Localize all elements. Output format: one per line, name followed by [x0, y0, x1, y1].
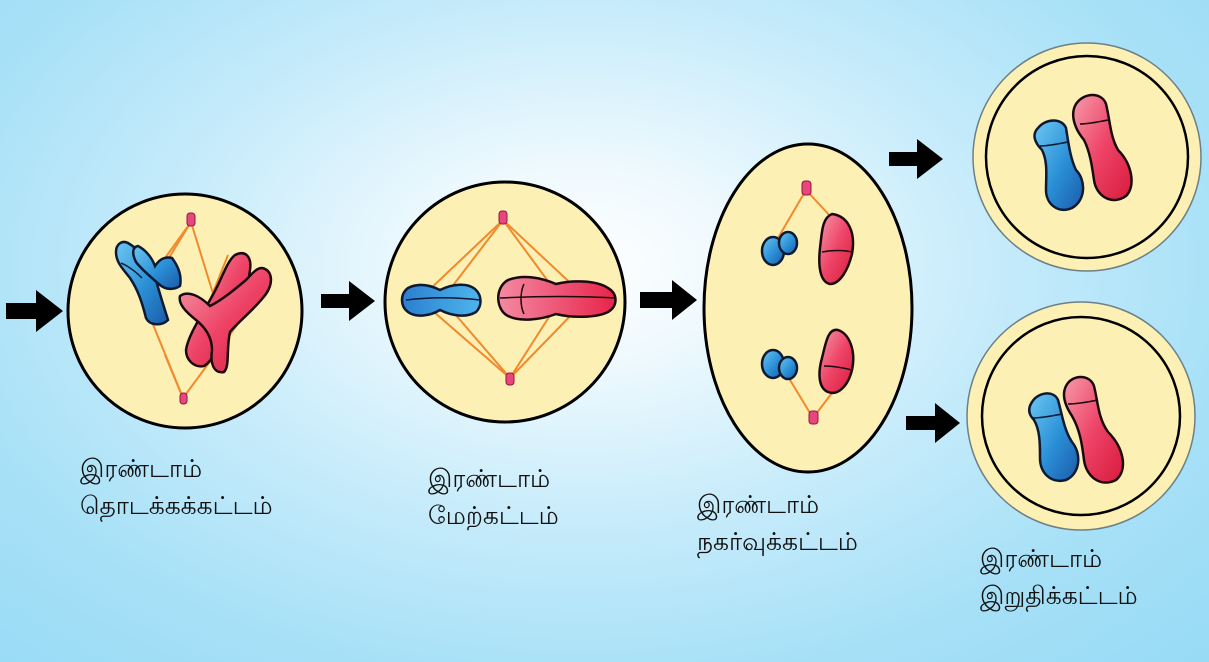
- arrow-5: [906, 403, 960, 443]
- centriole: [506, 373, 514, 385]
- red-chromosome: [498, 277, 616, 320]
- arrow-1: [6, 290, 63, 332]
- telophase-ii-cell-bottom: [967, 302, 1195, 530]
- telophase-ii-cell-top: [973, 43, 1201, 271]
- arrow-3: [640, 280, 697, 320]
- stage-label-line1: இரண்டாம்: [980, 540, 1138, 577]
- prophase-ii-cell: [68, 194, 302, 428]
- centriole: [809, 411, 818, 424]
- stage-label-line2: இறுதிக்கட்டம்: [980, 577, 1138, 614]
- anaphase-ii-cell: [704, 144, 912, 472]
- metaphase-ii-cell: [385, 182, 625, 422]
- centriole: [180, 393, 187, 404]
- stage-label-line1: இரண்டாம்: [80, 450, 273, 487]
- arrow-2: [321, 281, 375, 321]
- stage-label-anaphase-ii: இரண்டாம் நகர்வுக்கட்டம்: [697, 486, 858, 560]
- stage-label-line2: மேற்கட்டம்: [428, 497, 559, 534]
- stage-label-line1: இரண்டாம்: [428, 460, 559, 497]
- stage-label-line2: நகர்வுக்கட்டம்: [697, 523, 858, 560]
- stage-label-line1: இரண்டாம்: [697, 486, 858, 523]
- stage-label-metaphase-ii: இரண்டாம் மேற்கட்டம்: [428, 460, 559, 534]
- centriole: [802, 181, 811, 195]
- centriole: [187, 213, 195, 226]
- stage-label-line2: தொடக்கக்கட்டம்: [80, 487, 273, 524]
- centriole: [499, 211, 507, 224]
- arrow-4: [889, 139, 943, 179]
- stage-label-telophase-ii: இரண்டாம் இறுதிக்கட்டம்: [980, 540, 1138, 614]
- blue-chromosome: [402, 285, 481, 316]
- stage-label-prophase-ii: இரண்டாம் தொடக்கக்கட்டம்: [80, 450, 273, 524]
